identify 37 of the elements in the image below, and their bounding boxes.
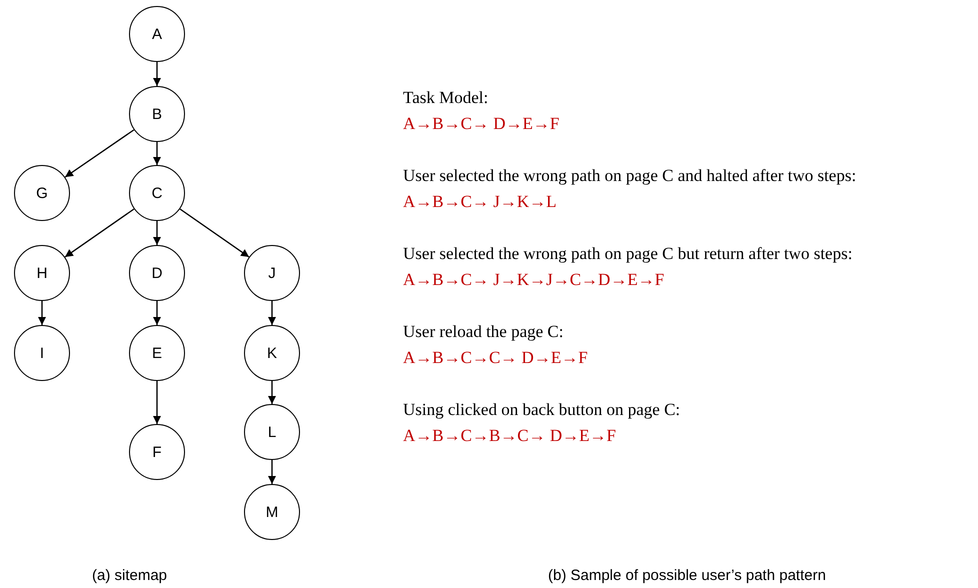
path-sequence: A→B→C→C→ D→E→F — [403, 348, 588, 368]
arrow — [268, 460, 276, 484]
page-circle: D — [129, 245, 185, 301]
page-circle: J — [244, 245, 300, 301]
page-circle: G — [14, 165, 70, 221]
scenario-text: Using clicked on back button on page C: — [403, 400, 680, 420]
arrow — [153, 381, 161, 424]
page-circle: F — [129, 424, 185, 480]
path-sequence: A→B→C→B→C→ D→E→F — [403, 426, 616, 446]
scenario-text: User selected the wrong path on page C and halted after two steps: — [403, 166, 856, 186]
heading-text: Task Model: — [403, 88, 488, 108]
arrow — [64, 208, 134, 258]
arrow — [38, 301, 46, 325]
page-circle: I — [14, 325, 70, 381]
page-circle: B — [129, 86, 185, 142]
page-circle: K — [244, 325, 300, 381]
page-circle: M — [244, 484, 300, 540]
scenario-text: User selected the wrong path on page C but return after two steps: — [403, 244, 852, 264]
arrow — [268, 381, 276, 404]
page-circle: A — [129, 6, 185, 62]
arrow — [64, 129, 134, 178]
arrow — [153, 142, 161, 165]
page-circle: H — [14, 245, 70, 301]
page-circle: C — [129, 165, 185, 221]
arrow — [268, 301, 276, 325]
arrow — [153, 301, 161, 325]
page-circle: E — [129, 325, 185, 381]
page-circle: L — [244, 404, 300, 460]
arrow — [180, 208, 250, 258]
path-sequence: A→B→C→ J→K→L — [403, 192, 556, 212]
arrow — [153, 62, 161, 86]
path-sequence: A→B→C→ D→E→F — [403, 114, 560, 134]
caption-text: (b) Sample of possible user’s path pattern — [548, 566, 826, 586]
caption-text: (a) sitemap — [92, 566, 168, 586]
scenario-text: User reload the page C: — [403, 322, 564, 342]
path-sequence: A→B→C→ J→K→J→C→D→E→F — [403, 270, 664, 290]
arrow — [153, 221, 161, 245]
